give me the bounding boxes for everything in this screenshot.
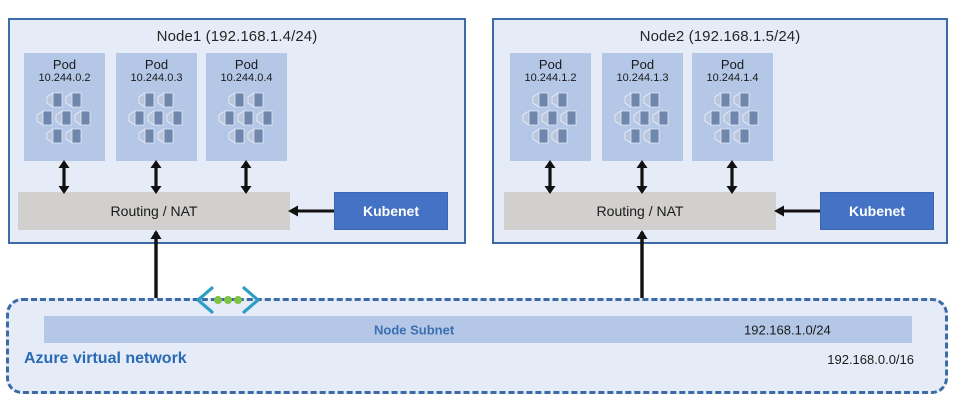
pod-ip: 10.244.1.2 <box>524 72 577 84</box>
kubenet-label: Kubenet <box>363 203 419 219</box>
pod-label: Pod <box>630 57 655 72</box>
routing-nat-label: Routing / NAT <box>596 203 684 219</box>
pod-box-node2-2: Pod 10.244.1.3 <box>602 53 683 161</box>
chevron-dots-icon <box>196 286 260 314</box>
kubenet-box-node1: Kubenet <box>334 192 448 230</box>
kubenet-box-node2: Kubenet <box>820 192 934 230</box>
pod-ip: 10.244.0.4 <box>220 72 273 84</box>
pod-cluster-icon <box>522 92 576 144</box>
pod-cluster-icon <box>128 92 182 144</box>
azure-vnet-title: Azure virtual network <box>24 350 187 367</box>
pod-box-node2-3: Pod 10.244.1.4 <box>692 53 773 161</box>
arrow-pod1-routing-node1 <box>58 160 70 194</box>
node-subnet-cidr: 192.168.1.0/24 <box>744 322 831 337</box>
routing-nat-label: Routing / NAT <box>110 203 198 219</box>
pod-box-node1-1: Pod 10.244.0.2 <box>24 53 105 161</box>
pod-cluster-icon <box>36 92 90 144</box>
azure-vnet-cidr: 192.168.0.0/16 <box>827 352 914 367</box>
pod-cluster-icon <box>614 92 668 144</box>
routing-nat-bar-node2: Routing / NAT <box>504 192 776 230</box>
node-subnet-bar: Node Subnet 192.168.1.0/24 <box>44 316 912 343</box>
pod-label: Pod <box>234 57 259 72</box>
node-subnet-label: Node Subnet <box>374 322 455 337</box>
arrow-kubenet-routing-node1 <box>288 205 334 217</box>
node-title-node1: Node1 (192.168.1.4/24) <box>156 28 318 45</box>
pod-ip: 10.244.1.4 <box>706 72 759 84</box>
azure-vnet-container <box>6 298 948 394</box>
pod-ip: 10.244.0.3 <box>130 72 183 84</box>
pod-cluster-icon <box>218 92 272 144</box>
arrow-pod3-routing-node1 <box>240 160 252 194</box>
arrow-pod2-routing-node1 <box>150 160 162 194</box>
pod-cluster-icon <box>704 92 758 144</box>
pod-ip: 10.244.0.2 <box>38 72 91 84</box>
kubenet-label: Kubenet <box>849 203 905 219</box>
arrow-pod2-routing-node2 <box>636 160 648 194</box>
pod-label: Pod <box>52 57 77 72</box>
pod-box-node1-2: Pod 10.244.0.3 <box>116 53 197 161</box>
node-title-node2: Node2 (192.168.1.5/24) <box>639 28 801 45</box>
pod-ip: 10.244.1.3 <box>616 72 669 84</box>
pod-box-node1-3: Pod 10.244.0.4 <box>206 53 287 161</box>
routing-nat-bar-node1: Routing / NAT <box>18 192 290 230</box>
pod-label: Pod <box>538 57 563 72</box>
pod-box-node2-1: Pod 10.244.1.2 <box>510 53 591 161</box>
arrow-kubenet-routing-node2 <box>774 205 820 217</box>
arrow-pod1-routing-node2 <box>544 160 556 194</box>
pod-label: Pod <box>144 57 169 72</box>
arrow-pod3-routing-node2 <box>726 160 738 194</box>
pod-label: Pod <box>720 57 745 72</box>
